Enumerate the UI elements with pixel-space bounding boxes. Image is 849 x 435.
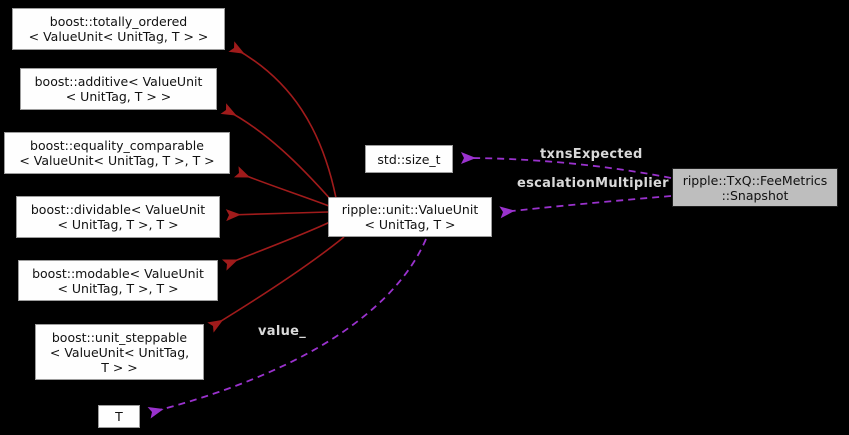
inheritance-edge-equality-comparable: [233, 166, 330, 207]
node-boost-dividable[interactable]: boost::dividable< ValueUnit < UnitTag, T…: [16, 196, 220, 238]
usage-edge-value: [147, 238, 427, 419]
node-boost-modable[interactable]: boost::modable< ValueUnit < UnitTag, T >…: [18, 260, 218, 301]
node-label-line: ::Snapshot: [721, 187, 789, 203]
edge-label-txns-expected: txnsExpected: [540, 147, 643, 162]
node-label-line: < UnitTag, T >, T >: [57, 217, 179, 232]
inheritance-edge-unit-steppable: [207, 236, 345, 333]
inheritance-edge-modable: [221, 221, 331, 271]
usage-edge-txns-expected: [460, 151, 672, 179]
node-label-line: < ValueUnit< UnitTag, T > >: [28, 29, 209, 44]
edge-label-value: value_: [258, 324, 307, 339]
node-boost-totally-ordered[interactable]: boost::totally_ordered < ValueUnit< Unit…: [12, 8, 225, 50]
inheritance-edge-totally-ordered: [228, 41, 337, 199]
node-boost-equality-comparable[interactable]: boost::equality_comparable < ValueUnit< …: [4, 132, 230, 174]
edge-label-escalation-multiplier: escalationMultiplier: [517, 176, 669, 191]
inheritance-edge-dividable: [225, 209, 329, 222]
node-label-line: boost::additive< ValueUnit: [34, 74, 203, 89]
node-label-line: boost::totally_ordered: [49, 14, 188, 29]
node-label-line: T: [115, 409, 123, 424]
node-t[interactable]: T: [98, 405, 140, 428]
node-label-line: T > >: [101, 359, 138, 375]
node-label-line: ripple::unit::ValueUnit: [341, 202, 479, 217]
node-boost-unit-steppable[interactable]: boost::unit_steppable < ValueUnit< UnitT…: [35, 324, 204, 380]
node-label-line: < UnitTag, T >, T >: [57, 280, 179, 296]
node-label-line: boost::modable< ValueUnit: [32, 265, 204, 281]
node-label-line: < UnitTag, T > >: [65, 89, 172, 104]
node-ripple-unit-valueunit[interactable]: ripple::unit::ValueUnit < UnitTag, T >: [328, 197, 492, 237]
node-label-line: < ValueUnit< UnitTag, T >, T >: [19, 153, 215, 168]
node-label-line: < ValueUnit< UnitTag,: [49, 344, 190, 360]
usage-edge-escalation-multiplier: [499, 195, 672, 219]
inheritance-edge-additive: [220, 103, 333, 202]
node-label-line: boost::unit_steppable: [51, 329, 188, 345]
node-label-line: < UnitTag, T >: [364, 217, 456, 232]
node-boost-additive[interactable]: boost::additive< ValueUnit < UnitTag, T …: [20, 68, 217, 110]
node-label-line: std::size_t: [377, 151, 441, 167]
node-label-line: ripple::TxQ::FeeMetrics: [682, 172, 828, 188]
node-label-line: boost::dividable< ValueUnit: [30, 202, 206, 217]
node-label-line: boost::equality_comparable: [30, 138, 204, 153]
node-ripple-txq-feemetrics-snapshot[interactable]: ripple::TxQ::FeeMetrics ::Snapshot: [672, 168, 838, 207]
node-std-size-t[interactable]: std::size_t: [365, 145, 453, 173]
